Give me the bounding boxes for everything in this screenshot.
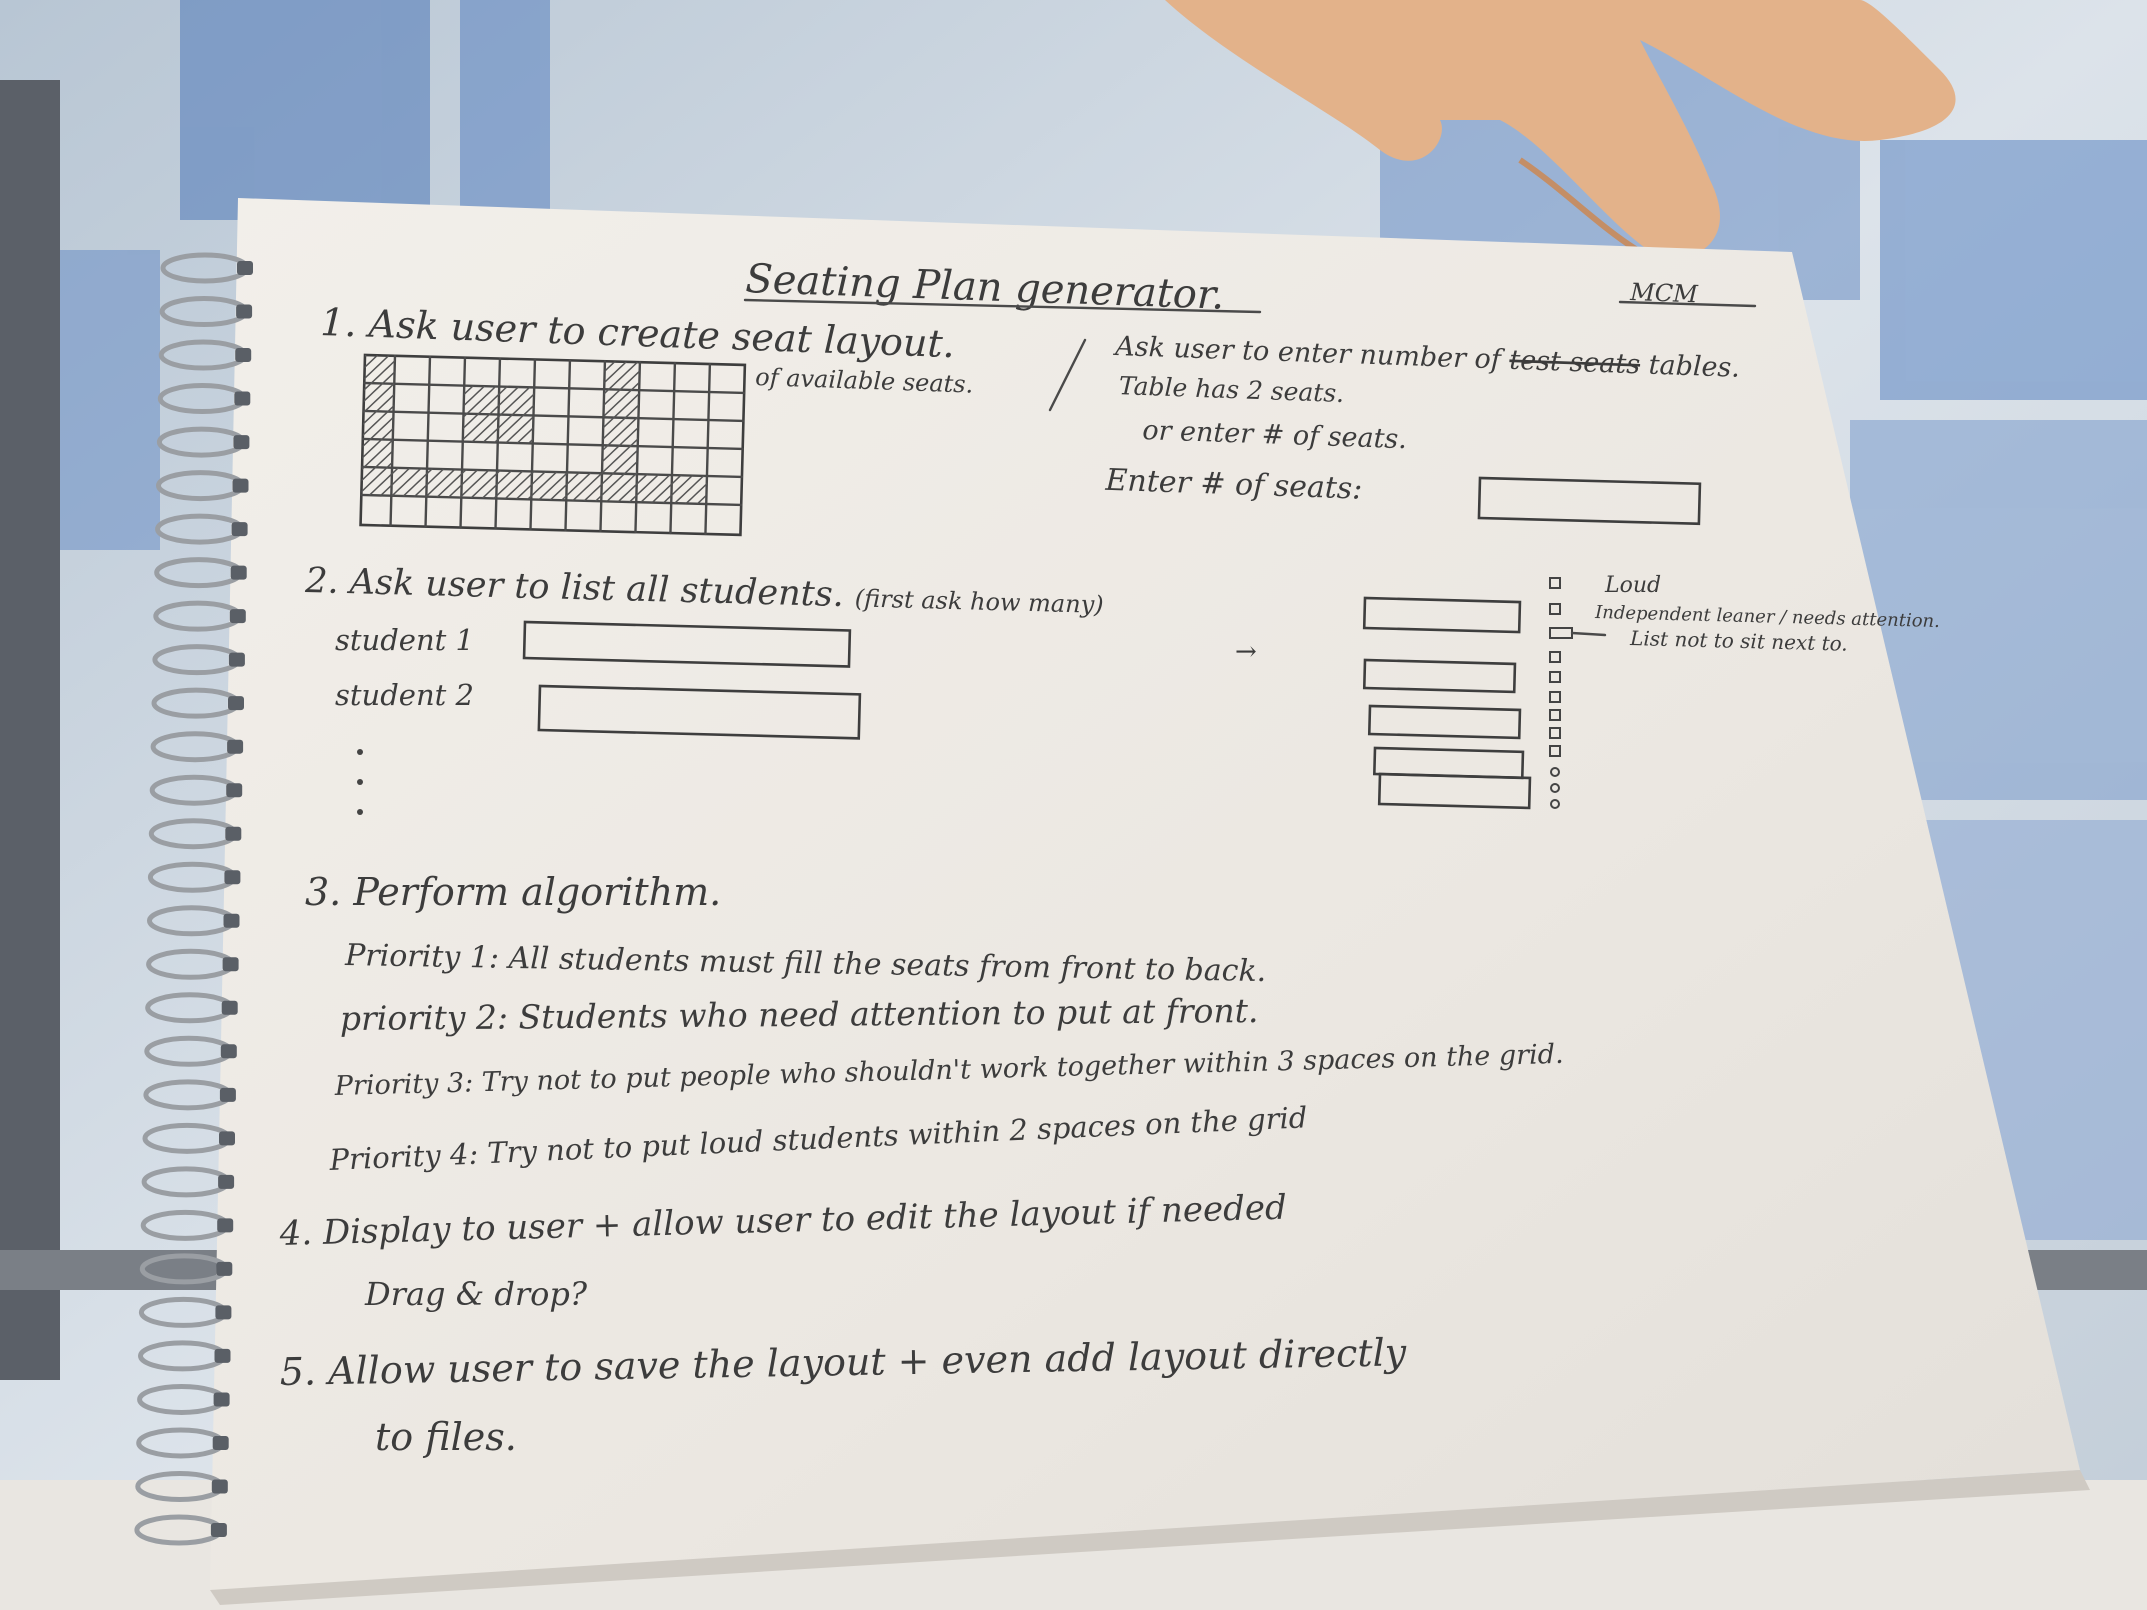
binding-hole: [218, 1174, 235, 1189]
binding-hole: [213, 1392, 230, 1407]
binding-hole: [219, 1087, 236, 1102]
binding-hole: [215, 1305, 232, 1320]
line1-struck: test seats: [1509, 345, 1641, 381]
binding-hole: [223, 913, 240, 928]
binding-hole: [230, 565, 247, 580]
binding-hole: [225, 826, 242, 841]
binding-hole: [232, 478, 249, 493]
step3-label: 3. Perform algorithm.: [305, 870, 721, 914]
page-shadow: [210, 1470, 2090, 1605]
binding-hole: [228, 652, 245, 667]
spiral-binding: [134, 252, 253, 1546]
step1-right-line1: Ask user to enter number of test seats t…: [1112, 331, 1741, 384]
binding-hole: [216, 1261, 233, 1276]
binding-hole: [229, 609, 246, 624]
student1-label: student 1: [335, 623, 474, 657]
step4-note: Drag & drop?: [364, 1275, 588, 1313]
arrow-mark: →: [1235, 637, 1257, 667]
binding-hole: [222, 957, 239, 972]
continuation-dots: [357, 749, 363, 815]
notebook-page: [210, 198, 2080, 1590]
binding-hole: [231, 522, 248, 537]
divider-slash: [1048, 338, 1087, 412]
seats-input-box: [1477, 476, 1702, 526]
student-list-sketch: [1362, 577, 1607, 810]
step5-line2: to files.: [375, 1415, 517, 1459]
binding-hole: [211, 1479, 228, 1494]
binding-hole: [233, 435, 250, 450]
legend-loud: Loud: [1604, 573, 1661, 598]
binding-hole: [212, 1435, 229, 1450]
seat-grid-sketch: [359, 353, 747, 537]
binding-hole: [235, 348, 252, 363]
binding-hole: [236, 304, 253, 319]
student2-box: [537, 684, 862, 740]
binding-hole: [214, 1348, 231, 1363]
binding-hole: [228, 696, 244, 711]
line1-suffix: tables.: [1640, 349, 1741, 383]
priority-2: priority 2: Students who need attention …: [340, 991, 1259, 1038]
binding-hole: [237, 261, 253, 275]
window-frame-left: [0, 80, 60, 1380]
legend-list: List not to sit next to.: [1629, 626, 1848, 656]
binding-hole: [224, 870, 241, 885]
binding-hole: [210, 1523, 227, 1537]
binding-hole: [219, 1131, 235, 1146]
binding-hole: [227, 739, 244, 754]
binding-hole: [217, 1218, 234, 1233]
binding-hole: [220, 1044, 237, 1059]
step2-label-note: (first ask how many): [855, 584, 1104, 619]
binding-hole: [226, 783, 243, 798]
student1-box: [522, 620, 852, 668]
binding-hole: [221, 1000, 238, 1015]
binding-hole: [234, 391, 251, 406]
student2-label: student 2: [335, 678, 474, 712]
